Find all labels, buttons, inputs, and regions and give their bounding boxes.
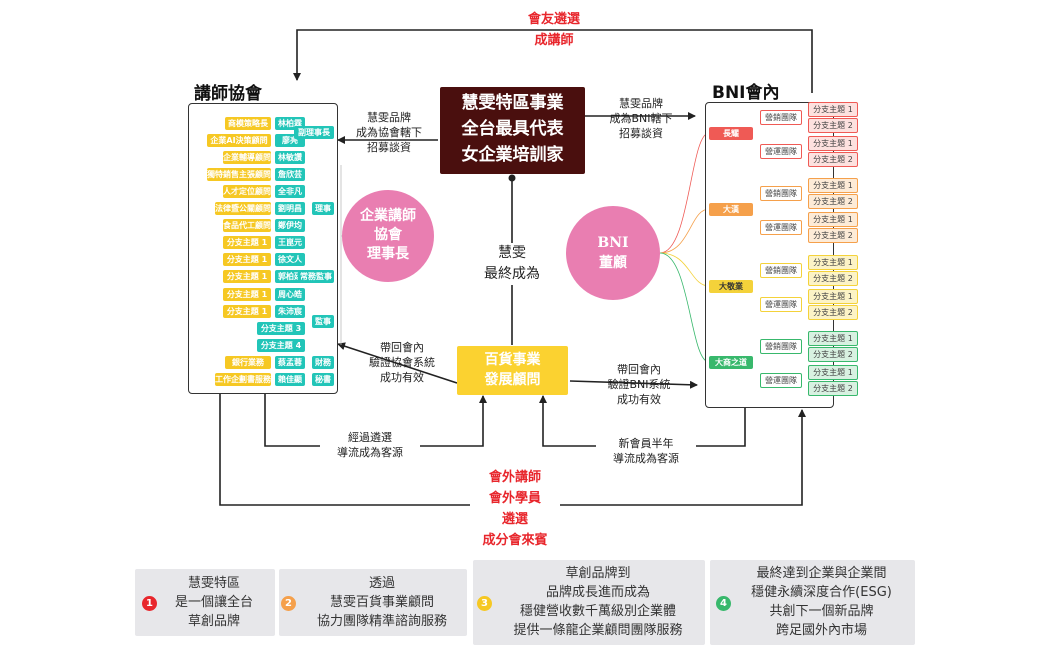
- left-topic-tag: 法律暨公關顧問: [215, 202, 271, 215]
- bni-subtopic: 分支主題 2: [808, 152, 858, 167]
- left-role-tag: 財務: [312, 356, 334, 369]
- left-role-tag: 副理事長: [294, 126, 334, 139]
- bni-subtopic: 分支主題 1: [808, 255, 858, 270]
- bni-subtopic: 分支主題 1: [808, 331, 858, 346]
- left-person-tag: 徐文人: [275, 253, 305, 266]
- left-panel-title: 講師協會: [194, 84, 262, 104]
- left-person-tag: 王崑元: [275, 236, 305, 249]
- left-person-tag: 朱沛宸: [275, 305, 305, 318]
- bni-subtopic: 分支主題 2: [808, 228, 858, 243]
- step-3-box: 3 草創品牌到品牌成長進而成為穩健營收數千萬級別企業體提供一條龍企業顧問團隊服務: [473, 560, 705, 645]
- step-1-box: 1 慧雯特區是一個讓全台草創品牌: [135, 569, 275, 636]
- bni-team: 營運團隊: [760, 373, 802, 388]
- left-person-tag: 周心皓: [275, 288, 305, 301]
- left-topic-tag: 食品代工顧問: [223, 219, 271, 232]
- select-right-label: 新會員半年導流成為客源: [596, 436, 696, 466]
- left-person-tag: 鄭伊均: [275, 219, 305, 232]
- left-role-tag: 監事: [312, 315, 334, 328]
- left-person-tag: 分支主題 3: [257, 322, 305, 335]
- left-topic-tag: 工作企劃書服務: [215, 373, 271, 386]
- bni-subtopic: 分支主題 2: [808, 194, 858, 209]
- bni-subtopic: 分支主題 1: [808, 136, 858, 151]
- left-topic-tag: 分支主題 1: [223, 288, 271, 301]
- left-person-tag: 郭柏廷: [275, 270, 305, 283]
- right-panel-title: BNI會內: [712, 83, 780, 103]
- bni-subtopic: 分支主題 1: [808, 102, 858, 117]
- bni-subtopic: 分支主題 2: [808, 381, 858, 396]
- bni-group-lead: 長耀: [709, 127, 753, 140]
- step-2-number: 2: [281, 596, 296, 611]
- left-person-tag: 蔡孟蓉: [275, 356, 305, 369]
- left-role-tag: 理事: [312, 202, 334, 215]
- bni-team: 營銷團隊: [760, 263, 802, 278]
- left-person-tag: 詹欣芸: [275, 168, 305, 181]
- bni-group-lead: 大敬業: [709, 280, 753, 293]
- center-mid-label: 慧雯最終成為: [472, 243, 552, 285]
- left-role-tag: 秘書: [312, 373, 334, 386]
- left-person-tag: 全非凡: [275, 185, 305, 198]
- bni-subtopic: 分支主題 1: [808, 365, 858, 380]
- back-right-label: 帶回會內驗證BNI系統成功有效: [607, 363, 671, 406]
- center-title-box: 慧雯特區事業全台最具代表女企業培訓家: [440, 87, 585, 174]
- left-circle: 企業講師協會理事長: [342, 190, 434, 282]
- bni-team: 營運團隊: [760, 144, 802, 159]
- step-3-number: 3: [477, 596, 492, 611]
- bni-subtopic: 分支主題 2: [808, 118, 858, 133]
- bni-team: 營運團隊: [760, 220, 802, 235]
- bni-group-lead: 大商之道: [709, 356, 753, 369]
- left-topic-tag: 人才定位顧問: [223, 185, 271, 198]
- left-topic-tag: 商模策略長: [225, 117, 271, 130]
- step-1-number: 1: [142, 596, 157, 611]
- brand-right-label: 慧雯品牌成為BNI轄下招募談資: [609, 97, 673, 140]
- step-4-box: 4 最終達到企業與企業間穩健永續深度合作(ESG)共創下一個新品牌跨足國外內市場: [710, 560, 915, 645]
- left-topic-tag: 企業輔導顧問: [223, 151, 271, 164]
- bni-subtopic: 分支主題 1: [808, 178, 858, 193]
- bni-team: 營銷團隊: [760, 186, 802, 201]
- left-topic-tag: 獨特銷售主張顧問: [207, 168, 271, 181]
- left-person-tag: 林敏讚: [275, 151, 305, 164]
- back-left-label: 帶回會內驗證協會系統成功有效: [369, 341, 435, 384]
- bni-team: 營銷團隊: [760, 339, 802, 354]
- left-topic-tag: 分支主題 1: [223, 236, 271, 249]
- left-topic-tag: 銀行業務: [225, 356, 271, 369]
- left-topic-tag: 企業AI決策顧問: [207, 134, 271, 147]
- step-2-box: 2 透過慧雯百貨事業顧問協力團隊精準諮詢服務: [279, 569, 467, 636]
- step-4-number: 4: [716, 596, 731, 611]
- left-person-tag: 劉明昌: [275, 202, 305, 215]
- center-goal-box: 百貨事業發展顧問: [457, 346, 568, 395]
- bni-team: 營銷團隊: [760, 110, 802, 125]
- bni-subtopic: 分支主題 1: [808, 289, 858, 304]
- left-role-tag: 常務監事: [298, 270, 334, 283]
- bni-subtopic: 分支主題 1: [808, 212, 858, 227]
- brand-left-label: 慧雯品牌成為協會轄下招募談資: [356, 111, 422, 154]
- bni-team: 營運團隊: [760, 297, 802, 312]
- left-person-tag: 賴佳顯: [275, 373, 305, 386]
- bni-subtopic: 分支主題 2: [808, 347, 858, 362]
- left-topic-tag: 分支主題 1: [223, 305, 271, 318]
- left-topic-tag: 分支主題 1: [223, 270, 271, 283]
- top-label: 會友遴選成講師: [527, 12, 580, 48]
- outer-label: 會外講師會外學員遴選成分會來賓: [470, 467, 560, 551]
- bni-subtopic: 分支主題 2: [808, 305, 858, 320]
- bni-subtopic: 分支主題 2: [808, 271, 858, 286]
- select-left-label: 經過遴選導流成為客源: [320, 430, 420, 460]
- bni-group-lead: 大漢: [709, 203, 753, 216]
- left-person-tag: 分支主題 4: [257, 339, 305, 352]
- left-topic-tag: 分支主題 1: [223, 253, 271, 266]
